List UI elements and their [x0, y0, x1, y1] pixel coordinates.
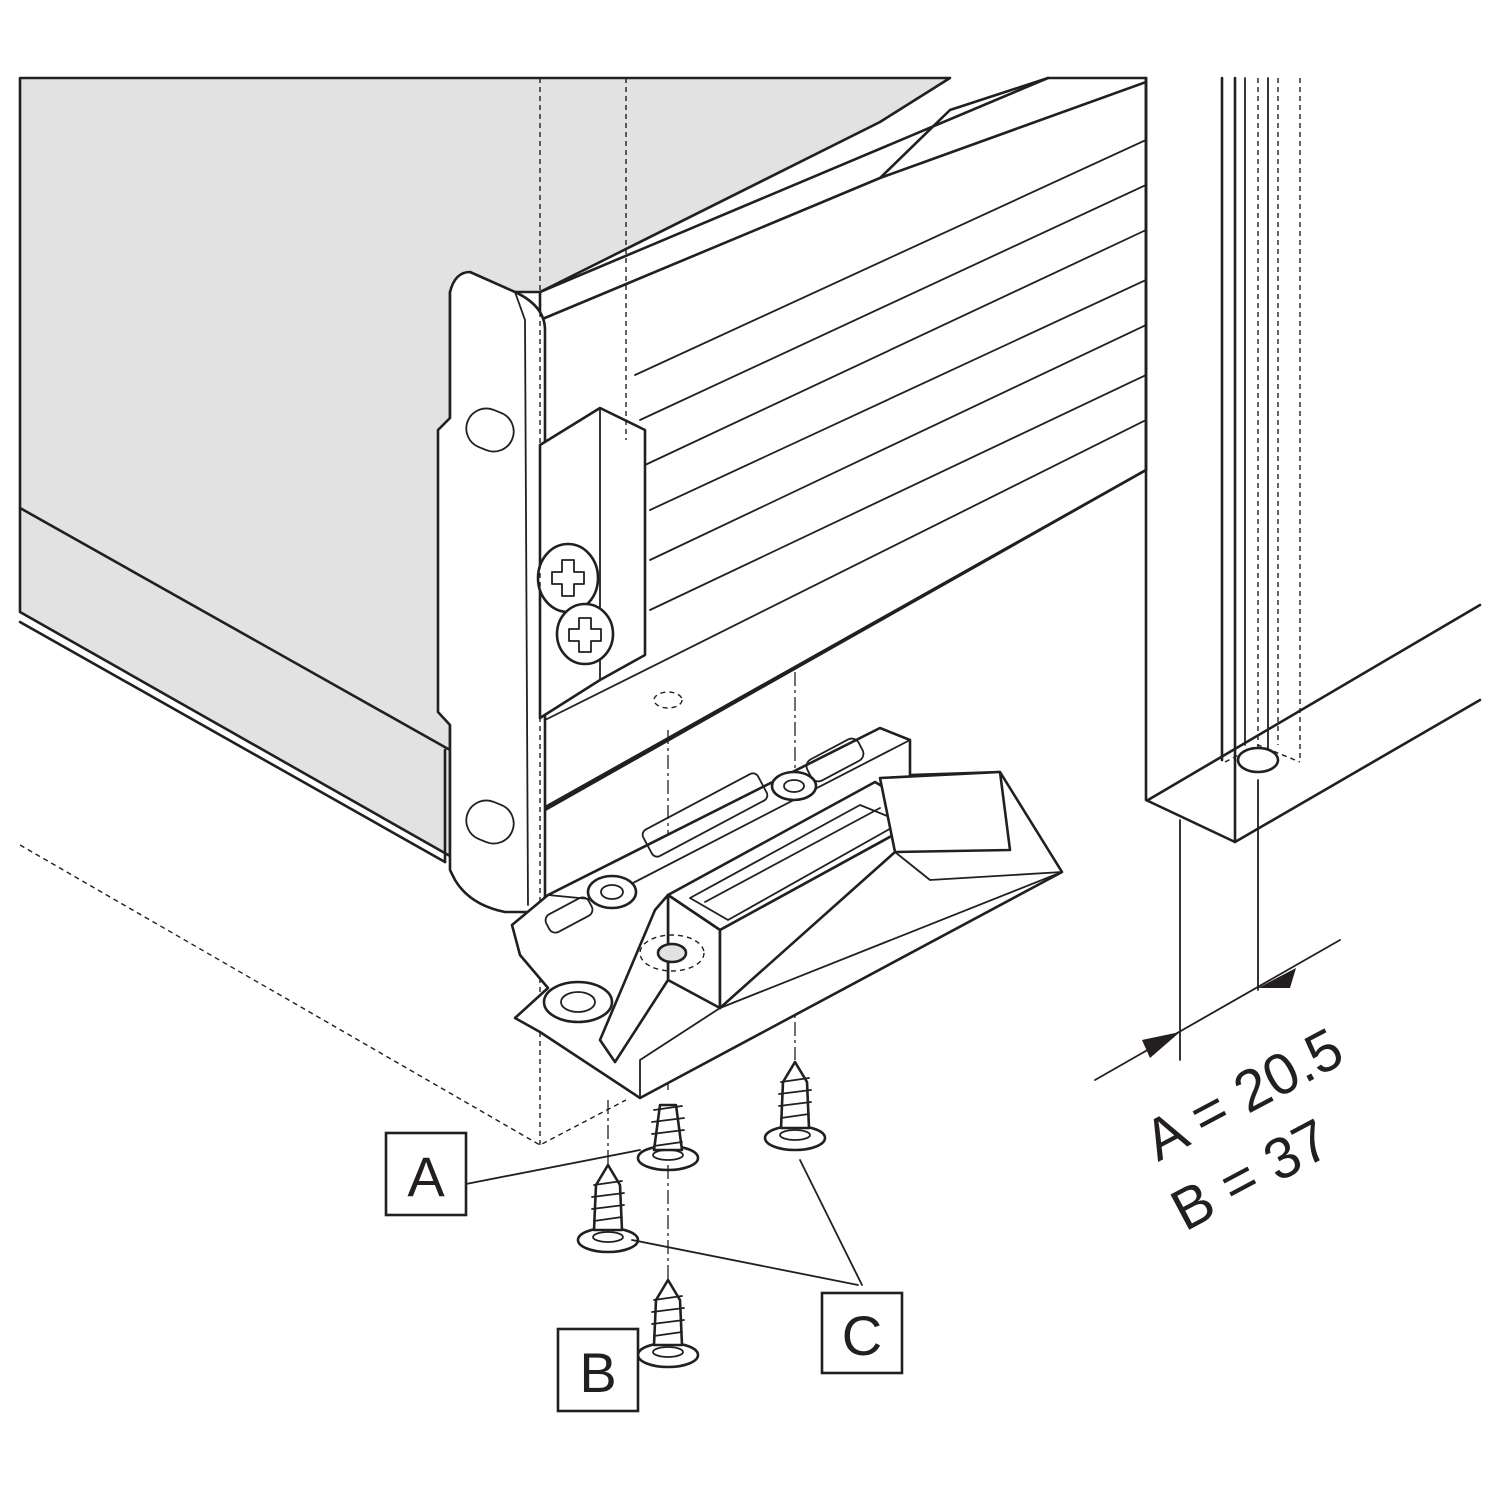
- phillips-screw-icon: [536, 542, 600, 614]
- callout-c-label: C: [842, 1304, 882, 1367]
- callout-a: A: [384, 1131, 468, 1217]
- phillips-screw-icon: [555, 602, 615, 666]
- callout-b: B: [556, 1327, 640, 1413]
- callout-b-label: B: [579, 1341, 616, 1404]
- screw-c-left: [576, 1163, 640, 1254]
- arrow-b-icon: [1258, 968, 1296, 988]
- callout-a-label: A: [407, 1145, 445, 1208]
- arrow-a-icon: [1142, 1032, 1180, 1058]
- runner-base: [510, 726, 1064, 1100]
- screw-axis-lines: [607, 1100, 669, 1280]
- screw-b: [636, 1278, 700, 1369]
- screw-a: [636, 1103, 700, 1172]
- front-bracket: [436, 270, 547, 914]
- dimension-lines: [1094, 779, 1341, 1081]
- leader-lines: [465, 1149, 863, 1286]
- cabinet-side: [1144, 76, 1482, 844]
- callout-c: C: [820, 1291, 904, 1375]
- screw-c-right: [763, 1060, 827, 1152]
